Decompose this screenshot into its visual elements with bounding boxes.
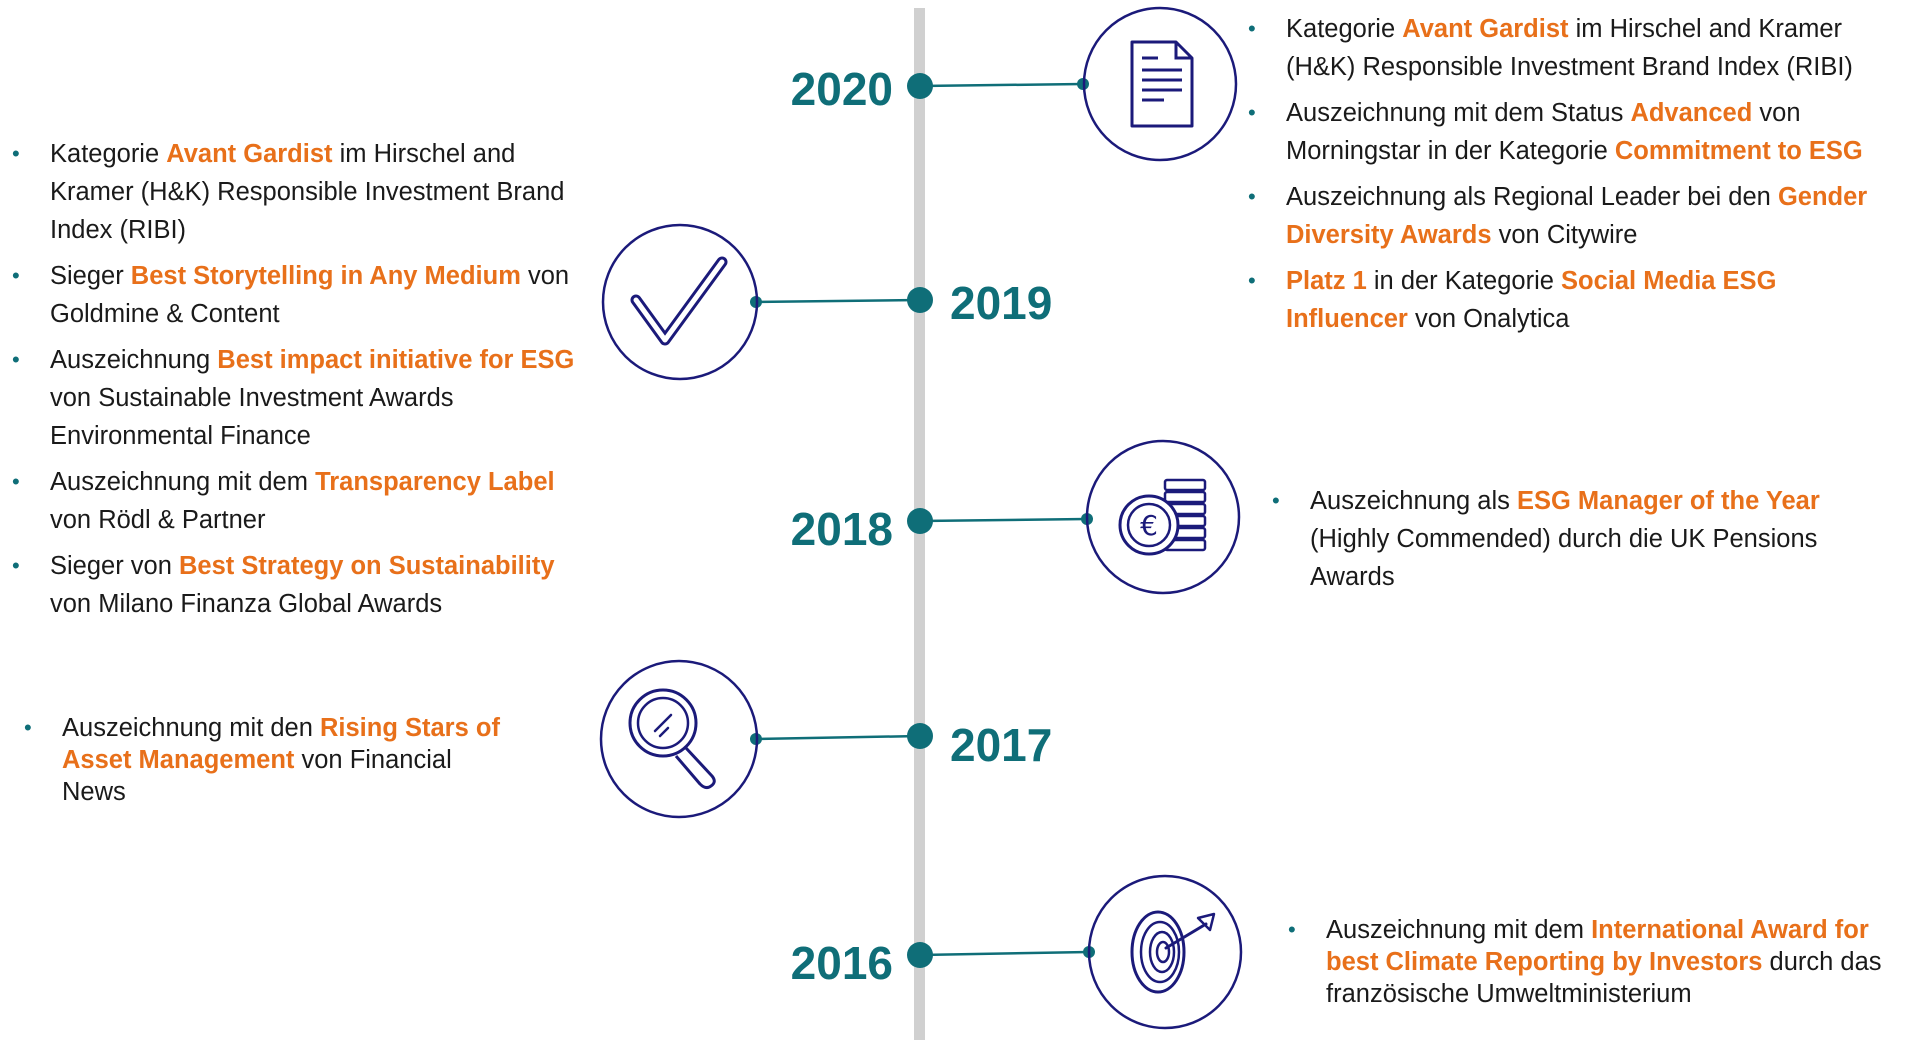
connector-2017 [755,734,921,741]
timeline-dot-2020 [907,73,933,99]
award-highlight: Avant Gardist [1402,15,1569,43]
awards-list-2019: Kategorie Avant Gardist im Hirschel and … [8,135,598,631]
awards-list-2017: Auszeichnung mit den Rising Stars of Ass… [20,712,520,816]
award-text: im Hirschel and Kramer (H&K) Responsible… [50,140,565,244]
award-text: Auszeichnung [50,346,218,374]
award-highlight: Gender Diversity Awards [1286,183,1868,249]
year-label-2017: 2017 [950,719,1053,771]
award-text: Auszeichnung mit dem Status [1286,99,1631,127]
award-text: Kategorie [1286,15,1403,43]
award-text: von Sustainable Investment Awards Enviro… [50,384,454,450]
connector-2019 [755,298,921,304]
award-highlight: Best Strategy on Sustainability [179,552,555,580]
year-label-2020: 2020 [790,63,893,115]
svg-text:€: € [1140,509,1158,542]
award-item: Auszeichnung als ESG Manager of the Year… [1268,482,1868,596]
award-text: Auszeichnung mit dem [1326,916,1592,944]
award-highlight: Advanced [1630,99,1753,127]
award-text: Sieger [50,262,131,290]
award-highlight: Avant Gardist [166,140,333,168]
award-item: Auszeichnung mit dem International Award… [1284,914,1904,1010]
award-text: Kategorie [50,140,167,168]
award-text: durch das französische Umweltministerium [1326,948,1882,1008]
euro-coins-icon: € [1085,439,1241,595]
award-text: von Goldmine & Content [50,262,570,328]
award-text: von Morningstar in der Kategorie [1286,99,1801,165]
award-text: von Onalytica [1407,305,1570,333]
award-text: von Financial News [62,746,452,806]
award-text: Auszeichnung als Regional Leader bei den [1286,183,1778,211]
awards-list-2018: Auszeichnung als ESG Manager of the Year… [1268,482,1868,604]
connector-2016 [919,950,1090,957]
award-text: von Rödl & Partner [50,506,266,534]
document-icon [1082,6,1238,162]
award-text: Auszeichnung mit den [62,714,320,742]
award-text: (Highly Commended) durch die UK Pensions… [1310,525,1818,591]
award-item: Kategorie Avant Gardist im Hirschel and … [1244,10,1884,86]
award-text: Sieger von [50,552,179,580]
award-highlight: Platz 1 [1286,267,1367,295]
award-highlight: Commitment to ESG [1614,137,1863,165]
award-item: Sieger Best Storytelling in Any Medium v… [8,257,598,333]
award-item: Auszeichnung mit den Rising Stars of Ass… [20,712,520,808]
timeline-dot-2019 [907,287,933,313]
award-item: Auszeichnung Best impact initiative for … [8,341,598,455]
award-highlight: Rising Stars of Asset Management [62,714,500,774]
award-item: Platz 1 in der Kategorie Social Media ES… [1244,262,1884,338]
award-item: Auszeichnung mit dem Status Advanced von… [1244,94,1884,170]
award-highlight: Transparency Label [315,468,555,496]
connector-2018 [919,517,1088,523]
award-text: Auszeichnung als [1310,487,1517,515]
award-item: Kategorie Avant Gardist im Hirschel and … [8,135,598,249]
award-highlight: Social Media ESG Influencer [1286,267,1777,333]
connector-2020 [919,82,1084,88]
timeline-dot-2016 [907,942,933,968]
award-highlight: Best impact initiative for ESG [217,346,575,374]
award-item: Auszeichnung als Regional Leader bei den… [1244,178,1884,254]
awards-list-2016: Auszeichnung mit dem International Award… [1284,914,1904,1018]
year-label-2019: 2019 [950,277,1053,329]
year-label-2018: 2018 [790,503,893,555]
award-highlight: International Award for best Climate Rep… [1326,916,1869,976]
award-text: von Milano Finanza Global Awards [50,590,443,618]
award-item: Sieger von Best Strategy on Sustainabili… [8,547,598,623]
awards-list-2020: Kategorie Avant Gardist im Hirschel and … [1244,10,1884,346]
award-highlight: Best Storytelling in Any Medium [130,262,521,290]
timeline-dot-2018 [907,508,933,534]
award-text: von Citywire [1491,221,1638,249]
timeline-dot-2017 [907,723,933,749]
award-text: in der Kategorie [1366,267,1561,295]
award-text: Auszeichnung mit dem [50,468,316,496]
target-icon [1087,874,1243,1030]
magnifier-icon [599,659,759,819]
checkmark-icon [601,223,759,381]
award-text: im Hirschel and Kramer (H&K) Responsible… [1286,15,1853,81]
year-label-2016: 2016 [790,937,893,989]
award-item: Auszeichnung mit dem Transparency Label … [8,463,598,539]
award-highlight: ESG Manager of the Year [1516,487,1820,515]
